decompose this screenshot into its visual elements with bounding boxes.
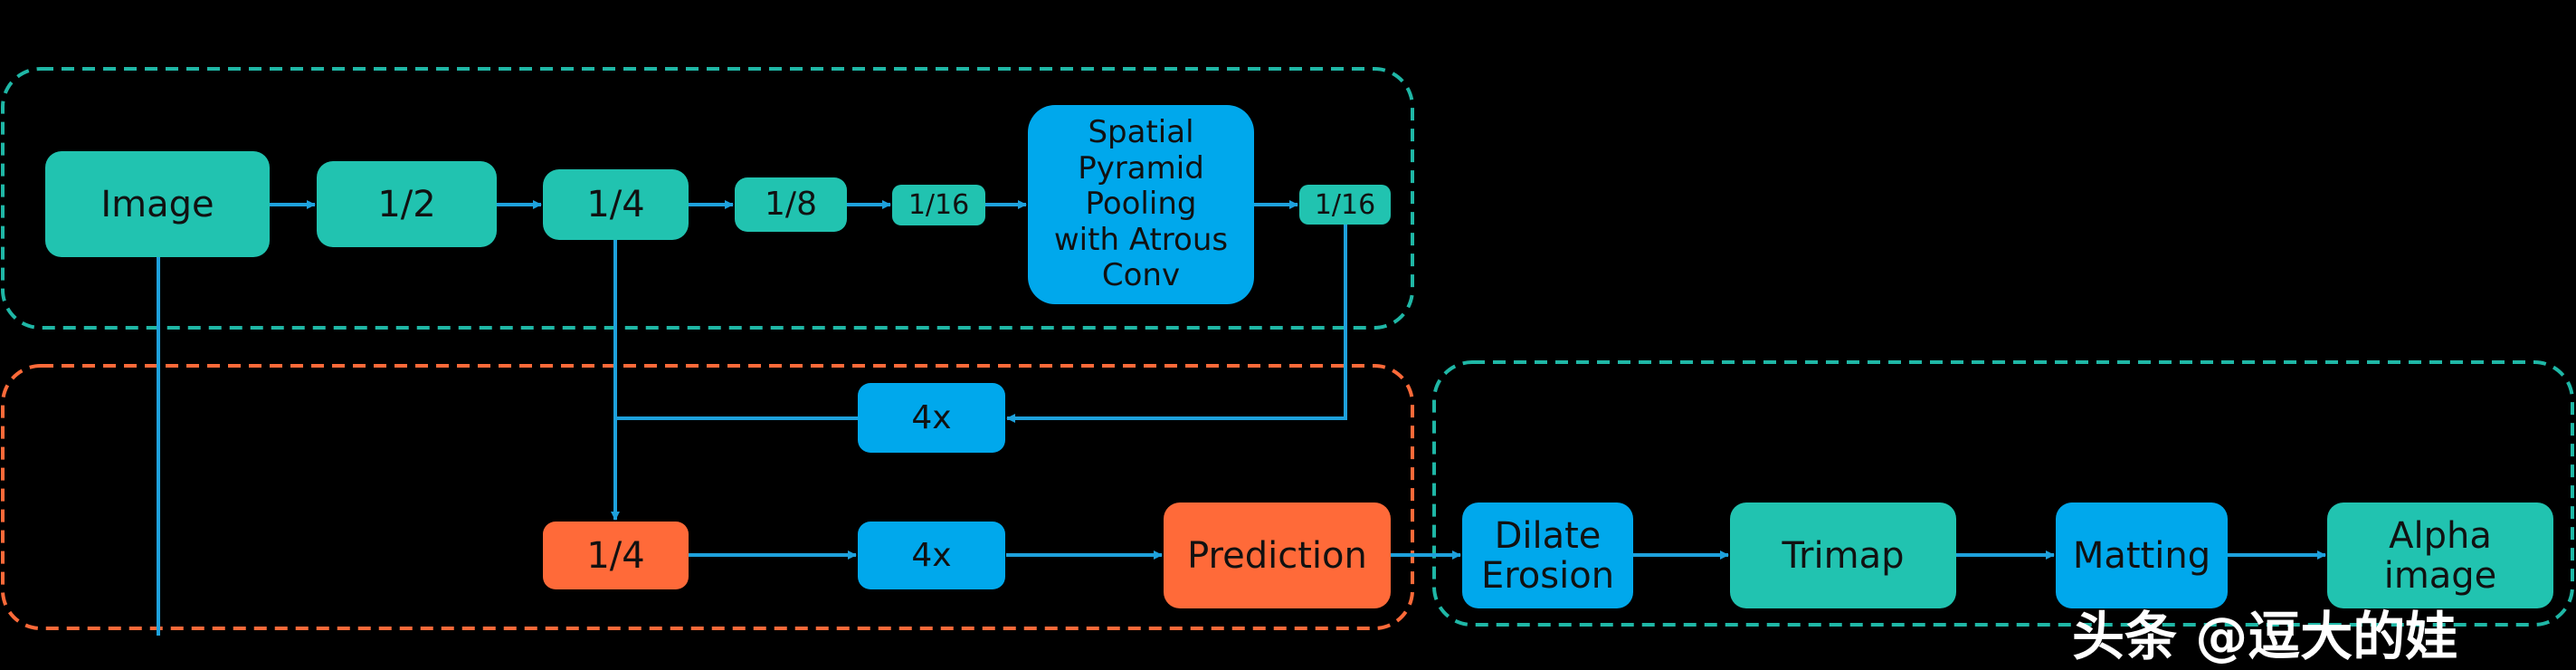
upsample-4x-label-top: 4x	[911, 398, 952, 436]
arrow-sixteenth-out-to-upsample	[1006, 225, 1347, 423]
half-resolution-label: 1/2	[377, 183, 436, 225]
encoder-group-box	[1, 67, 1414, 330]
quarter-decoder-label: 1/4	[586, 534, 645, 577]
quarter-decoder-node: 1/4	[543, 522, 689, 589]
matting-group-box	[1432, 360, 2574, 627]
eighth-resolution-node: 1/8	[735, 177, 847, 232]
sixteenth-output-node: 1/16	[1299, 185, 1391, 225]
spatial-pyramid-pooling-label: Spatial Pyramid Pooling with Atrous Conv	[1053, 114, 1229, 294]
matting-label: Matting	[2072, 534, 2211, 577]
pipeline-diagram	[1, 67, 2574, 636]
watermark: 头条 @逗大的娃	[2072, 606, 2458, 667]
matting-node: Matting	[2056, 502, 2228, 608]
image-node-label: Image	[100, 183, 214, 225]
alpha-image-label: Alpha image	[2383, 514, 2497, 597]
trimap-label: Trimap	[1782, 534, 1905, 577]
alpha-image-node: Alpha image	[2327, 502, 2553, 608]
dilate-erosion-node: Dilate Erosion	[1462, 502, 1633, 608]
upsample-4x-node-bottom: 4x	[858, 522, 1005, 589]
prediction-label: Prediction	[1187, 534, 1367, 577]
upsample-4x-node-top: 4x	[858, 383, 1005, 453]
quarter-resolution-node: 1/4	[543, 169, 689, 240]
decoder-group-box	[1, 364, 1414, 630]
quarter-resolution-label: 1/4	[586, 184, 645, 225]
prediction-node: Prediction	[1164, 502, 1391, 608]
sixteenth-output-label: 1/16	[1314, 188, 1376, 221]
half-resolution-node: 1/2	[317, 161, 497, 247]
eighth-resolution-label: 1/8	[765, 186, 817, 224]
upsample-4x-label-bottom: 4x	[911, 536, 952, 574]
spatial-pyramid-pooling-node: Spatial Pyramid Pooling with Atrous Conv	[1028, 105, 1254, 304]
sixteenth-resolution-node: 1/16	[892, 185, 985, 225]
image-node: Image	[45, 151, 270, 257]
dilate-erosion-label: Dilate Erosion	[1480, 514, 1615, 597]
trimap-node: Trimap	[1730, 502, 1956, 608]
sixteenth-resolution-label: 1/16	[908, 189, 970, 221]
